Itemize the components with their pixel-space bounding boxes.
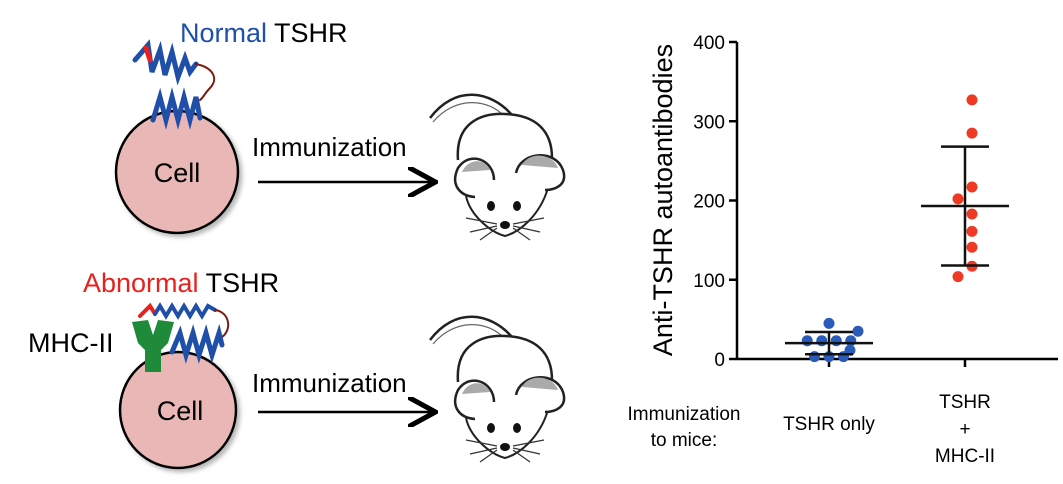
data-point [966, 241, 978, 253]
x-tick-label: + [959, 419, 970, 440]
mouse-tail [432, 102, 506, 123]
mouse-whisker [512, 225, 541, 233]
data-point [852, 325, 864, 337]
data-point [830, 335, 842, 347]
mouse-whisker [465, 439, 498, 447]
data-point [952, 271, 964, 283]
mouse-icon [429, 315, 566, 463]
mouse-whisker [512, 447, 541, 455]
data-point [809, 351, 820, 363]
y-tick-label: 300 [693, 112, 725, 133]
scatter-chart: Anti-TSHR autoantibodies Immunization to… [628, 33, 1058, 467]
mouse-whisker [512, 439, 545, 447]
cell-circle [118, 350, 238, 470]
data-point [823, 317, 835, 329]
mouse-ear-inner [462, 161, 490, 172]
mouse-whisker [465, 217, 498, 225]
x-tick-label: MHC-II [935, 446, 995, 467]
mouse-face [465, 187, 549, 238]
mouse-tail [432, 324, 506, 345]
mouse-eye [487, 201, 495, 211]
data-point [801, 335, 813, 347]
mouse-whisker [469, 225, 498, 233]
data-point [966, 225, 978, 237]
y-tick-label: 100 [693, 271, 725, 292]
x-axis-prefix-line2: to mice: [651, 430, 718, 451]
abnormal-tshr-label: Abnormal TSHR [83, 268, 279, 298]
normal-tshr-label: Normal TSHR [180, 18, 348, 48]
mouse-whisker [512, 217, 545, 225]
y-tick-label: 200 [693, 192, 725, 213]
x-tick-label: TSHR only [783, 414, 875, 435]
mouse-face [465, 409, 549, 460]
cell-label: Cell [157, 396, 204, 426]
mouse-ear-inner [462, 383, 490, 394]
data-point [966, 127, 978, 139]
mhc-ii-label: MHC-II [28, 328, 113, 358]
data-point [952, 193, 964, 205]
mouse-whisker [469, 447, 498, 455]
immunization-label: Immunization [252, 132, 407, 162]
mouse-eye [487, 423, 495, 433]
mouse-whisker [512, 227, 531, 241]
immunization-label: Immunization [252, 368, 407, 398]
mouse-tail [429, 93, 513, 119]
mouse-eye [513, 201, 521, 211]
mouse-tail [429, 315, 513, 341]
mouse-whisker [512, 449, 531, 463]
normal-tshr-panel: Normal TSHR Cell Immunization [114, 18, 566, 241]
data-point [966, 181, 978, 193]
cell-label: Cell [154, 158, 201, 188]
mouse-ear-inner [522, 155, 558, 168]
mouse-whisker [479, 227, 498, 241]
mouse-eye [513, 423, 521, 433]
data-point [816, 335, 828, 347]
mouse-whisker [479, 449, 498, 463]
tshr-receptor-icon [132, 39, 216, 130]
y-tick-label: 0 [714, 350, 725, 371]
data-point [966, 94, 978, 106]
data-point [845, 335, 857, 347]
abnormal-tshr-panel: Abnormal TSHR Cell MHC-II Immunization [28, 268, 566, 470]
y-axis-label: Anti-TSHR autoantibodies [648, 44, 678, 356]
mouse-icon [429, 93, 566, 241]
data-point [966, 208, 978, 220]
mouse-ear-inner [522, 377, 558, 390]
x-tick-label: TSHR [939, 392, 991, 413]
x-axis-prefix-line1: Immunization [628, 404, 741, 425]
tshr-receptor-icon [138, 302, 230, 364]
y-tick-label: 400 [693, 33, 725, 54]
mhc-ii-icon [132, 320, 174, 372]
mouse-nose [500, 221, 510, 229]
mouse-body [456, 334, 554, 383]
mouse-nose [500, 443, 510, 451]
mouse-body [456, 112, 554, 161]
